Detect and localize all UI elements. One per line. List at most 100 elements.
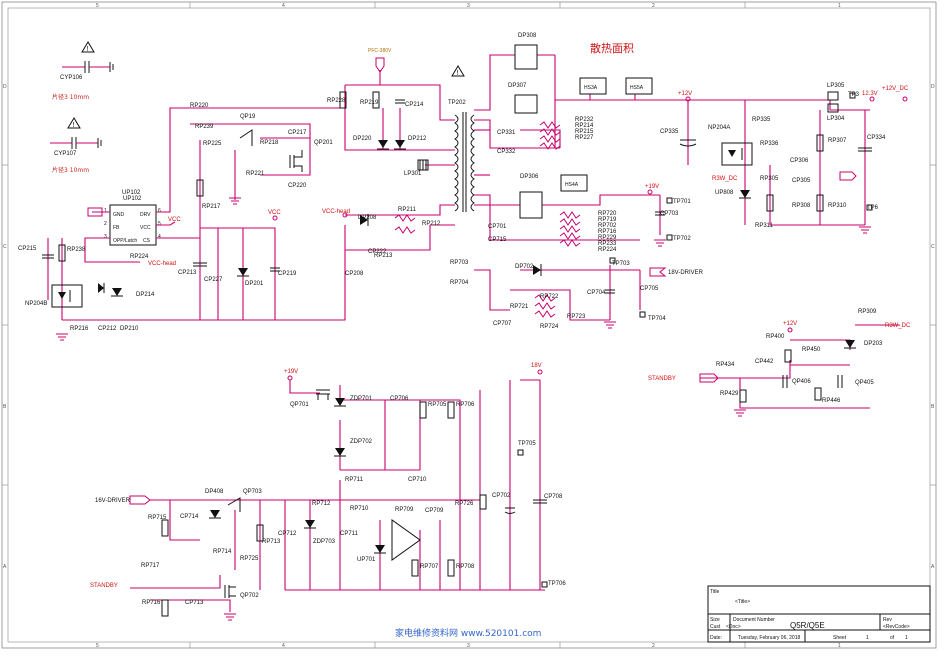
net-label: STANDBY	[90, 583, 118, 589]
doc-code: <Doc>	[726, 624, 741, 630]
ic-pin-number: 4	[158, 234, 161, 240]
note-text: 片径3 10mm	[52, 93, 89, 101]
component-label: RP723	[567, 314, 586, 320]
component-label: DP203	[864, 341, 883, 347]
component-label: RP705	[428, 402, 447, 408]
net-label: 18V-DRIVER	[668, 270, 704, 276]
component-label: LP305	[827, 83, 845, 89]
ic-pin-label: VCC	[140, 225, 151, 231]
component-label: DP408	[205, 489, 224, 495]
component-label: CP306	[790, 158, 809, 164]
primary-wiring	[47, 70, 455, 321]
component-label: QP406	[792, 379, 811, 385]
ground-icon	[56, 333, 68, 341]
component-label: RP232	[575, 117, 594, 123]
component-label: RP214	[575, 123, 594, 129]
component-label: RP702	[598, 223, 617, 229]
net-label: VCC-head	[148, 261, 176, 267]
component-label: RP446	[822, 398, 841, 404]
svg-text:!: !	[73, 122, 75, 129]
component-label: RP713	[262, 539, 281, 545]
component-label: RP229	[598, 235, 617, 241]
frame-row-label: C	[3, 244, 7, 250]
component-label: RP238	[67, 247, 86, 253]
rev-label: Rev	[883, 617, 892, 623]
net-label: VCC	[168, 217, 181, 223]
component-label: RP225	[203, 141, 222, 147]
component-label: CP701	[488, 224, 507, 230]
component-label: RP224	[130, 254, 149, 260]
sheet-label: Sheet	[833, 635, 847, 641]
component-label: RP239	[195, 124, 214, 130]
net-label: +12V	[783, 321, 797, 327]
component-label: TP705	[518, 441, 536, 447]
component-label: CP213	[178, 270, 197, 276]
heatsink-label: HS4A	[565, 182, 579, 188]
net-label: +12V_DC	[882, 86, 909, 92]
warning-icon: !	[67, 117, 81, 129]
component-label: RP310	[828, 203, 847, 209]
frame-col-ticks	[2, 2, 936, 648]
component-label: CYP106	[60, 75, 83, 81]
component-label: RP307	[828, 138, 847, 144]
warning-icon: !	[451, 65, 465, 77]
ground-icon	[654, 239, 666, 247]
component-label: QP703	[243, 489, 262, 495]
component-label: RP336	[760, 141, 779, 147]
frame-row-label: A	[931, 564, 935, 570]
ic-pin-label: FB	[113, 225, 120, 231]
net-label: +12V	[678, 91, 692, 97]
controller-ic: GND FB OPP/Latch DRV VCC CS 1 2 3 6 5 4 …	[104, 196, 161, 246]
component-label: RP708	[456, 564, 475, 570]
ic-pin-label: GND	[113, 212, 125, 218]
component-label: RP309	[858, 309, 877, 315]
y-capacitor	[50, 137, 102, 149]
frame-row-label: B	[931, 404, 935, 410]
component-label: CP214	[405, 102, 424, 108]
size-value: Cust	[710, 624, 721, 630]
component-label: RP213	[374, 253, 393, 259]
ic-pin-label: OPP/Latch	[113, 238, 137, 244]
note-text: 片径3 10mm	[52, 166, 89, 174]
component-label: UP102	[122, 190, 141, 196]
component-label: CP220	[288, 183, 307, 189]
component-label: UP701	[357, 557, 376, 563]
component-label: RP706	[456, 402, 475, 408]
of-label: of	[890, 635, 895, 641]
size-label: Size	[710, 617, 720, 623]
watermark-text: 家电维修资料网 www.520101.com	[395, 627, 541, 639]
component-label: RP724	[540, 324, 559, 330]
frame-row-label: A	[3, 564, 7, 570]
component-label: CP217	[288, 130, 307, 136]
doc-number: Q5R/Q5E	[790, 621, 825, 630]
component-label: RP716	[142, 600, 161, 606]
component-label: TP706	[548, 581, 566, 587]
frame-col-label: 2	[652, 3, 655, 9]
component-label: DP208	[358, 215, 377, 221]
component-label: RP703	[450, 260, 469, 266]
component-label: RP722	[540, 294, 559, 300]
heatsink-box: HS3A HS5A HS4A	[560, 77, 653, 192]
component-label: CP208	[345, 271, 364, 277]
component-label: CP711	[340, 531, 359, 537]
component-label: CP708	[544, 494, 563, 500]
ic-pin-number: 1	[104, 208, 107, 214]
component-label: CP709	[425, 508, 444, 514]
component-label: DP306	[520, 174, 539, 180]
component-label: RP308	[792, 203, 811, 209]
net-label: VCC-head	[322, 209, 350, 215]
frame-col-label: 4	[282, 3, 285, 9]
date-value: Tuesday, February 06, 2018	[738, 635, 800, 641]
component-label: RP707	[420, 564, 439, 570]
passive-glyphs	[42, 91, 872, 617]
heatsink-label: HS3A	[584, 85, 598, 91]
component-label: CP212	[98, 326, 117, 332]
component-label: NP204B	[25, 301, 47, 307]
component-label: RP212	[422, 221, 441, 227]
component-label: RP233	[598, 241, 617, 247]
net-label: STANDBY	[648, 376, 676, 382]
component-label: CP703	[660, 211, 679, 217]
diode-symbols	[98, 140, 856, 554]
component-label: CP713	[185, 600, 204, 606]
component-label: TP704	[648, 316, 666, 322]
